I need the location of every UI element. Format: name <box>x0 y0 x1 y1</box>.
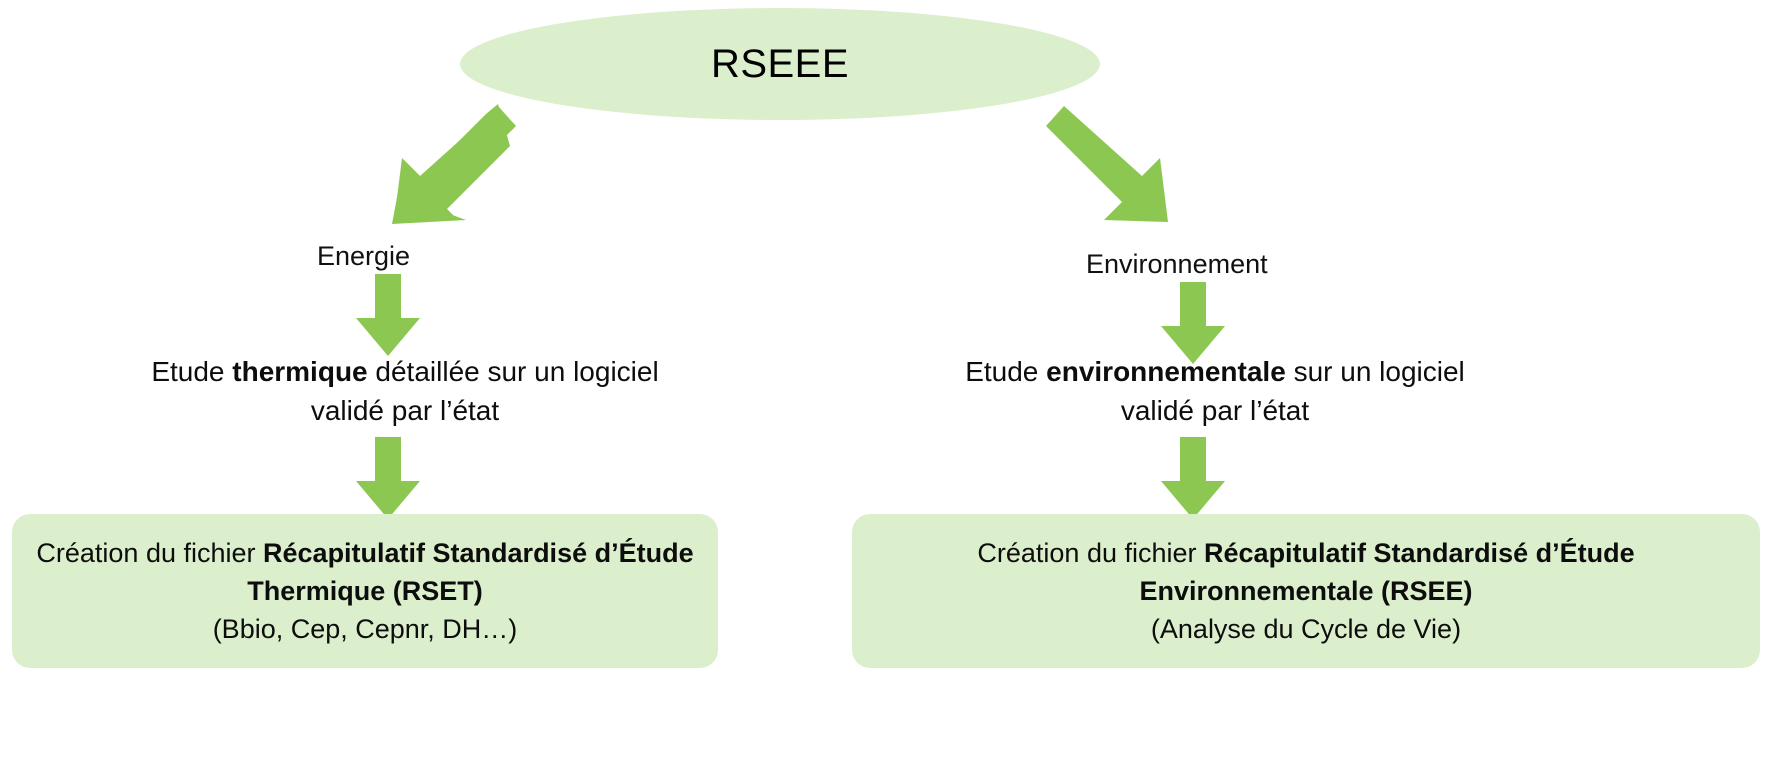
step-text-environnement: Etude environnementale sur un logiciel v… <box>935 353 1495 430</box>
result-text-rset-note: (Bbio, Cep, Cepnr, DH…) <box>212 614 518 645</box>
step-text-energie-suffix: détaillée sur un logiciel validé par l’é… <box>310 356 659 426</box>
result-text-rset: Création du fichier Récapitulatif Standa… <box>30 534 700 649</box>
result-text-rset-emphasis: Récapitulatif Standardisé d’Étude Thermi… <box>247 537 694 606</box>
result-text-rsee-emphasis: Récapitulatif Standardisé d’Étude Enviro… <box>1139 537 1635 606</box>
branch-label-energie: Energie <box>317 241 411 271</box>
step-text-energie-prefix: Etude <box>151 356 233 387</box>
result-text-rset-prefix: Création du fichier <box>36 537 264 568</box>
result-text-rsee-note: (Analyse du Cycle de Vie) <box>1150 614 1462 645</box>
step-text-environnement-emphasis: environnementale <box>1046 356 1286 387</box>
result-text-rsee-prefix: Création du fichier <box>977 537 1205 568</box>
branch-label-environnement: Environnement <box>1086 249 1268 279</box>
arrow-root-to-environnement-icon <box>1042 104 1182 224</box>
arrow-environnement-to-step-icon <box>1155 282 1231 364</box>
arrow-step-to-rsee-icon <box>1155 437 1231 519</box>
result-box-rsee: Création du fichier Récapitulatif Standa… <box>852 514 1760 668</box>
result-text-rsee: Création du fichier Récapitulatif Standa… <box>870 534 1742 649</box>
arrow-root-to-energie-icon <box>380 104 520 224</box>
root-node-label: RSEEE <box>710 42 850 86</box>
step-text-environnement-suffix: sur un logiciel validé par l’état <box>1120 356 1465 426</box>
step-text-energie: Etude thermique détaillée sur un logicie… <box>140 353 670 430</box>
step-text-environnement-prefix: Etude <box>965 356 1047 387</box>
step-text-energie-emphasis: thermique <box>232 356 368 387</box>
result-box-rset: Création du fichier Récapitulatif Standa… <box>12 514 718 668</box>
root-node-rseee: RSEEE <box>460 8 1100 120</box>
arrow-energie-to-step-icon <box>350 274 426 356</box>
arrow-step-to-rset-icon <box>350 437 426 519</box>
